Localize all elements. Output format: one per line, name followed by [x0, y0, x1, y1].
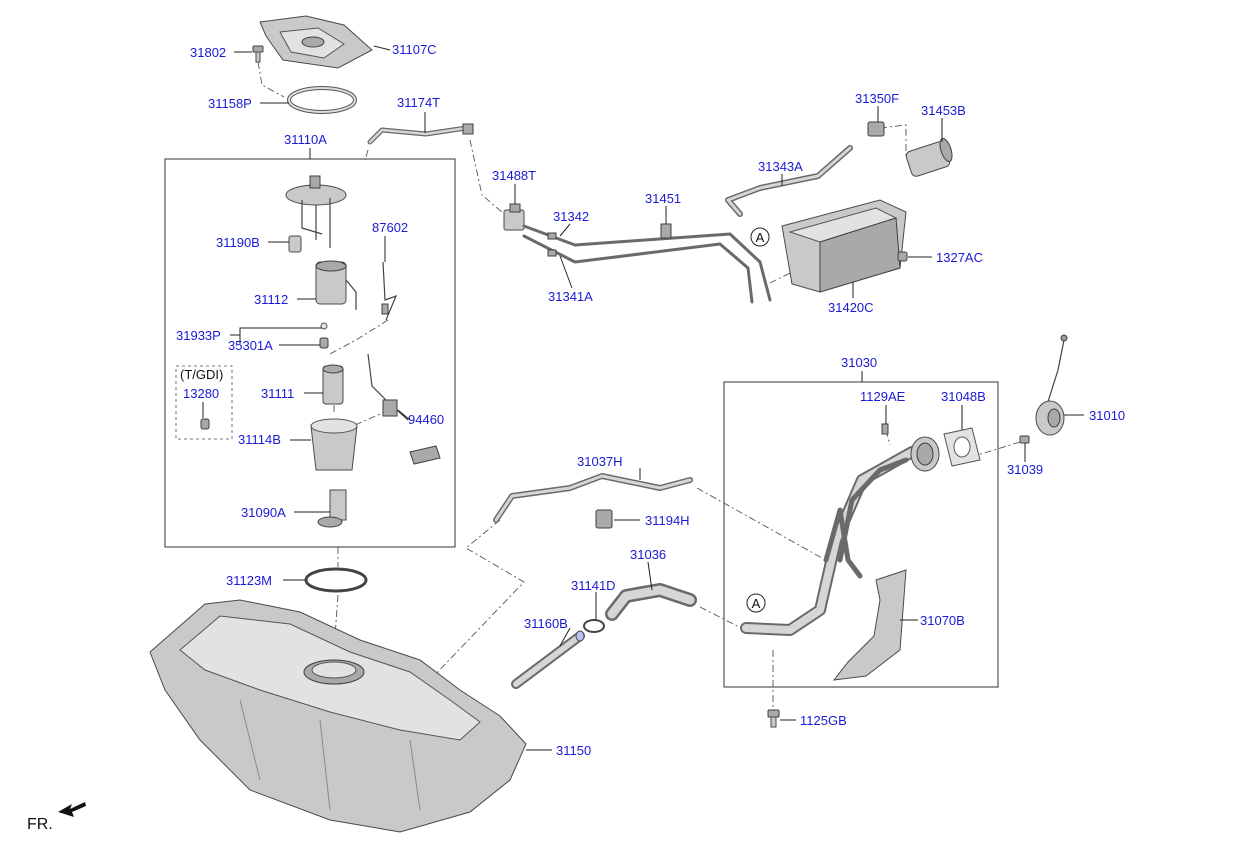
label-31070B[interactable]: 31070B [920, 613, 965, 628]
gasket-31048B [943, 427, 981, 467]
clip-31451 [660, 223, 672, 239]
label-31451[interactable]: 31451 [645, 191, 681, 206]
label-31111[interactable]: 31111 [261, 386, 294, 401]
valve-35301A [319, 337, 329, 349]
label-94460[interactable]: 94460 [408, 412, 444, 427]
filler-neck-frame [723, 381, 999, 688]
label-31933P[interactable]: 31933P [176, 328, 221, 343]
label-1327AC[interactable]: 1327AC [936, 250, 983, 265]
cover-plate-31107C [259, 15, 373, 69]
jet-pump-31090A [317, 489, 347, 528]
label-31048B[interactable]: 31048B [941, 389, 986, 404]
filter-31190B [288, 235, 302, 253]
label-31420C[interactable]: 31420C [828, 300, 874, 315]
label-31123M[interactable]: 31123M [226, 573, 272, 588]
label-31010[interactable]: 31010 [1089, 408, 1125, 423]
label-31341A[interactable]: 31341A [548, 289, 593, 304]
canister-31420C [781, 199, 907, 293]
label-31030[interactable]: 31030 [841, 355, 877, 370]
bolt-31802 [252, 45, 264, 63]
label-31090A[interactable]: 31090A [241, 505, 286, 520]
bolt-31039 [1019, 435, 1030, 444]
label-31158P[interactable]: 31158P [208, 96, 252, 111]
level-sender-94460 [367, 353, 441, 465]
label-13280[interactable]: 13280 [183, 386, 219, 401]
tgdi-variant-frame [175, 365, 233, 440]
reservoir-31114B [310, 418, 358, 471]
label-1129AE[interactable]: 1129AE [860, 389, 906, 404]
filler-neck-31030 [740, 436, 940, 636]
fuel-line-31174T [367, 123, 474, 145]
label-31036[interactable]: 31036 [630, 547, 666, 562]
label-31194H[interactable]: 31194H [645, 513, 690, 528]
leader-lines [202, 45, 1084, 751]
sender-87602 [381, 261, 398, 321]
label-tgdi: (T/GDI) [180, 367, 223, 382]
bolt-1125GB [767, 709, 780, 728]
label-31112[interactable]: 31112 [254, 292, 288, 307]
label-31190B[interactable]: 31190B [216, 235, 260, 250]
pump-assembly-frame [164, 158, 456, 548]
label-31037H[interactable]: 31037H [577, 454, 623, 469]
valve-31488T [503, 203, 525, 231]
oring-31933P [320, 322, 328, 330]
pump-module-31112 [315, 260, 357, 310]
filter-31453B [905, 137, 953, 177]
screw-1129AE [881, 423, 889, 435]
label-31039[interactable]: 31039 [1007, 462, 1043, 477]
label-31343A[interactable]: 31343A [758, 159, 803, 174]
clamp-31141D [583, 619, 605, 633]
label-31453B[interactable]: 31453B [921, 103, 966, 118]
marker-a-bottom: A [746, 593, 766, 613]
seal-ring-31123M [304, 567, 368, 593]
fitting-31350F [867, 121, 885, 137]
label-31141D[interactable]: 31141D [571, 578, 616, 593]
pump-motor-31111 [322, 364, 344, 405]
pipe-31160B [511, 630, 585, 689]
label-35301A[interactable]: 35301A [228, 338, 273, 353]
label-31350F[interactable]: 31350F [855, 91, 899, 106]
label-31107C[interactable]: 31107C [392, 42, 437, 57]
fuel-cap-31010 [1035, 334, 1068, 436]
vapor-lines-31342-31341A [522, 224, 772, 304]
protector-31070B [832, 569, 907, 681]
hose-31036 [605, 583, 697, 621]
label-31114B[interactable]: 31114B [238, 432, 281, 447]
pump-flange-31110A [285, 175, 347, 248]
bolt-1327AC [897, 251, 908, 262]
label-31802[interactable]: 31802 [190, 45, 226, 60]
label-87602[interactable]: 87602 [372, 220, 408, 235]
label-31488T[interactable]: 31488T [492, 168, 536, 183]
front-direction-label: FR. [27, 816, 53, 833]
hose-31343A [725, 145, 853, 217]
arrow-icon [58, 802, 86, 817]
label-31110A[interactable]: 31110A [284, 132, 327, 147]
hose-31037H [493, 473, 693, 523]
lock-ring-31158P [287, 86, 357, 114]
part-13280 [200, 418, 210, 430]
label-31174T[interactable]: 31174T [397, 95, 440, 110]
marker-a-bottom-label: A [752, 596, 761, 611]
clip-31194H [595, 509, 613, 529]
label-31150[interactable]: 31150 [556, 743, 591, 758]
marker-a-top: A [750, 227, 770, 247]
label-31160B[interactable]: 31160B [524, 616, 568, 631]
label-31342[interactable]: 31342 [553, 209, 589, 224]
label-1125GB[interactable]: 1125GB [800, 713, 847, 728]
fuel-tank-31150 [149, 599, 527, 833]
marker-a-top-label: A [756, 230, 765, 245]
